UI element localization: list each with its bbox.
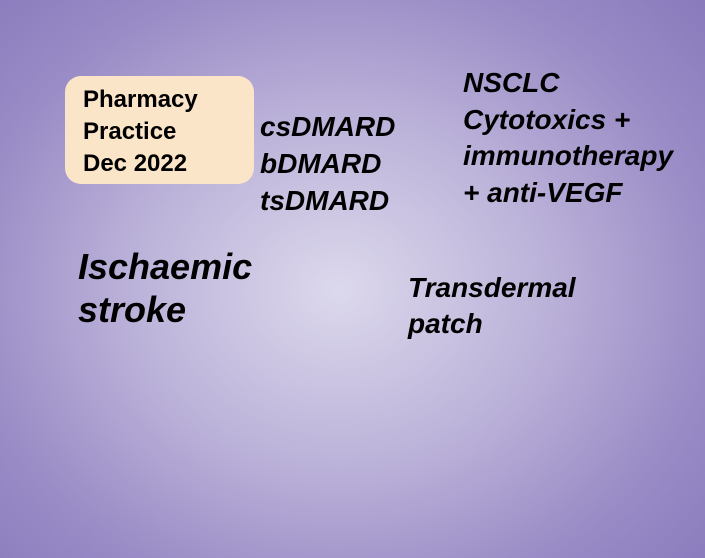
dmard-term-b: bDMARD [260,148,382,179]
nsclc-line-4: + anti-VEGF [463,176,623,208]
nsclc-line-3: immunotherapy [463,140,674,171]
patch-line-2: patch [408,308,483,339]
patch-line-1: Transdermal [408,272,576,303]
title-line-1: Pharmacy [83,86,198,113]
dmard-term-cs: csDMARD [260,111,396,142]
stroke-line-2: stroke [78,289,187,330]
title-line-2: Practice [83,118,177,145]
stroke-term: Ischaemic stroke [78,245,252,331]
nsclc-terms: NSCLC Cytotoxics + immunotherapy + anti-… [463,65,673,211]
nsclc-line-1: NSCLC [463,67,560,98]
nsclc-line-2: Cytotoxics + [463,103,631,135]
dmard-term-ts: tsDMARD [260,185,390,216]
dmard-terms: csDMARD bDMARD tsDMARD [260,108,395,219]
title-box: Pharmacy Practice Dec 2022 [65,76,254,184]
patch-term: Transdermal patch [408,270,576,342]
stroke-line-1: Ischaemic [78,246,253,287]
title-line-3: Dec 2022 [83,150,188,177]
